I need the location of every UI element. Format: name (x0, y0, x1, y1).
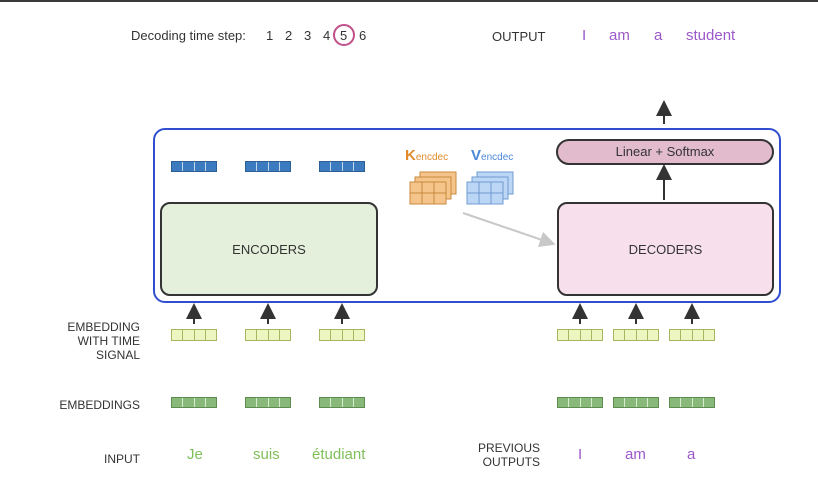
step-6: 6 (359, 28, 367, 43)
previous-outputs-label: PREVIOUS OUTPUTS (477, 441, 540, 469)
output-word-3: a (654, 27, 663, 44)
decoding-time-step-label: Decoding time step: (131, 28, 246, 43)
decoders-block: DECODERS (557, 202, 774, 296)
embedding-vector-prev-1 (557, 397, 603, 408)
output-label: OUTPUT (492, 29, 546, 44)
encoders-label: ENCODERS (232, 242, 306, 257)
time-signal-vector-input-3 (319, 329, 365, 341)
step-2: 2 (285, 28, 293, 43)
time-signal-vector-input-2 (245, 329, 291, 341)
embedding-time-signal-label: EMBEDDING WITH TIME SIGNAL (67, 320, 140, 362)
current-step-highlight-circle (333, 24, 355, 46)
k-matrix-stack (409, 171, 457, 205)
linear-softmax-block: Linear + Softmax (556, 139, 774, 165)
time-signal-vector-prev-1 (557, 329, 603, 341)
top-border (0, 0, 818, 2)
step-3: 3 (304, 28, 312, 43)
time-signal-vector-prev-3 (669, 329, 715, 341)
encoder-output-vector-2 (245, 161, 291, 172)
encoders-block: ENCODERS (160, 202, 378, 296)
input-word-3: étudiant (312, 446, 366, 463)
embedding-vector-input-3 (319, 397, 365, 408)
transformer-frame (153, 128, 781, 303)
decoders-label: DECODERS (628, 242, 703, 257)
previous-output-word-1: I (578, 446, 583, 463)
embedding-vector-prev-2 (613, 397, 659, 408)
time-signal-vector-input-1 (171, 329, 217, 341)
embeddings-label: EMBEDDINGS (59, 398, 140, 412)
input-label: INPUT (104, 452, 140, 466)
embedding-vector-input-2 (245, 397, 291, 408)
v-encdec-label: Vencdec (471, 147, 514, 164)
time-signal-vector-prev-2 (613, 329, 659, 341)
output-word-2: am (609, 27, 630, 44)
previous-output-word-2: am (625, 446, 646, 463)
input-word-2: suis (253, 446, 280, 463)
k-encdec-label: Kencdec (405, 147, 449, 164)
previous-output-word-3: a (687, 446, 696, 463)
embedding-vector-input-1 (171, 397, 217, 408)
output-word-4: student (686, 27, 736, 44)
arrow-kv-to-decoder (462, 212, 556, 247)
linear-softmax-label: Linear + Softmax (615, 144, 715, 159)
v-matrix-stack (466, 171, 514, 205)
step-1: 1 (266, 28, 274, 43)
embedding-vector-prev-3 (669, 397, 715, 408)
encoder-output-vector-3 (319, 161, 365, 172)
encoder-output-vector-1 (171, 161, 217, 172)
input-word-1: Je (187, 446, 203, 463)
output-word-1: I (582, 27, 587, 44)
step-4: 4 (323, 28, 331, 43)
